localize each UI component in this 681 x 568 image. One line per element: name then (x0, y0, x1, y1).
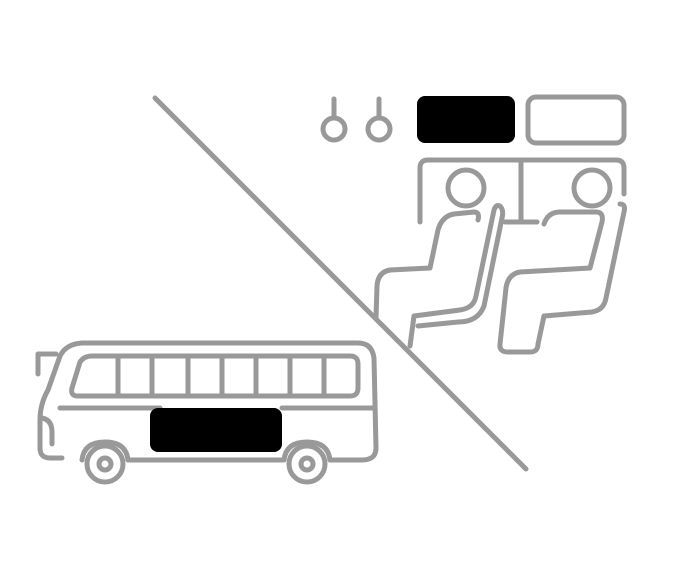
hand-strap-icon (365, 96, 393, 143)
bus-side-panel (150, 408, 282, 452)
bus-icon (35, 340, 379, 463)
overhead-sign-outline (525, 94, 627, 146)
overhead-sign-dark (417, 96, 515, 143)
window-frame-icon (417, 157, 627, 225)
wheel-icon (281, 439, 333, 485)
wheel-icon (79, 439, 131, 485)
divider-line-icon (152, 95, 529, 472)
hand-strap-icon (320, 96, 348, 143)
passenger-seat-icon (497, 167, 627, 355)
passenger-seat-icon (373, 167, 506, 349)
